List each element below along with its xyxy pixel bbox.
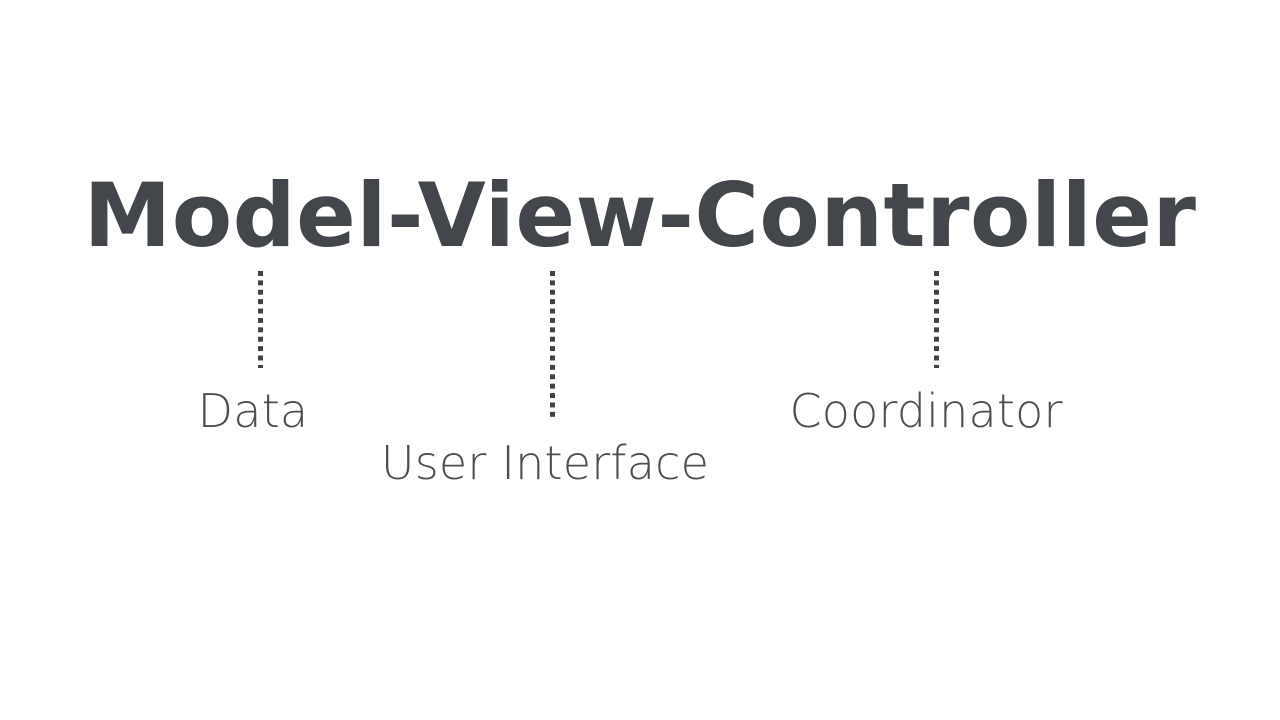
view-connector-line xyxy=(550,271,555,421)
view-annotation-label: User Interface xyxy=(380,436,710,490)
model-connector-line xyxy=(258,271,263,368)
model-annotation-label: Data xyxy=(197,384,309,438)
page-title: Model-View-Controller xyxy=(83,164,1197,267)
controller-annotation-label: Coordinator xyxy=(789,384,1063,438)
controller-connector-line xyxy=(934,271,939,368)
